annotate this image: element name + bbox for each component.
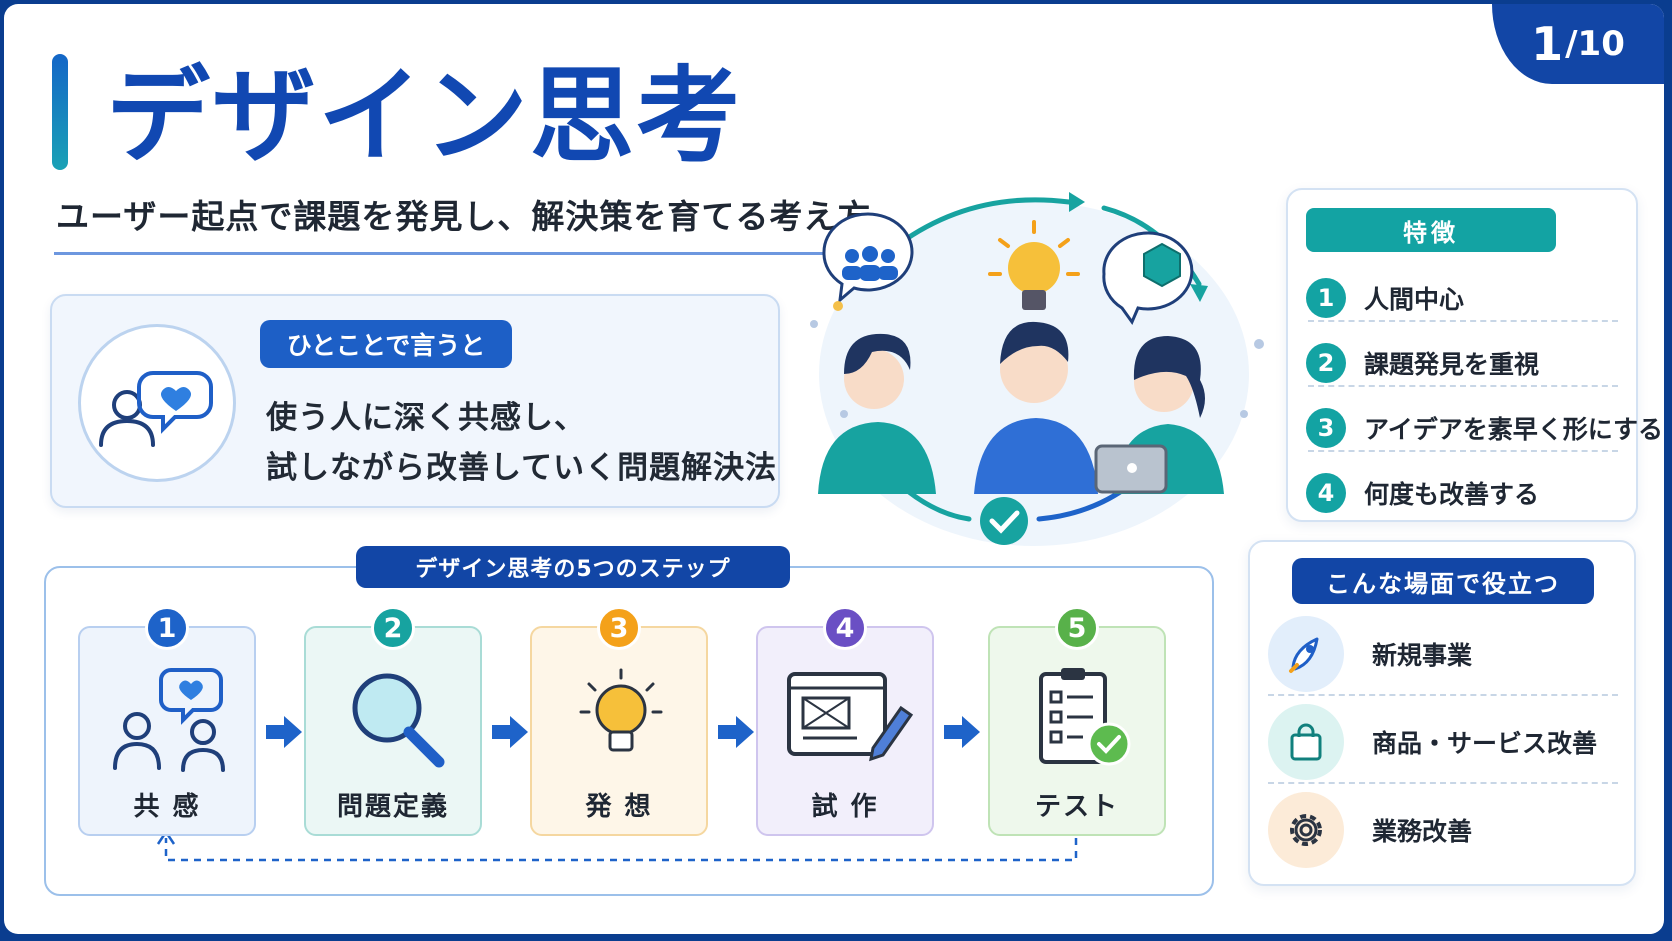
step-label: 試 作 [811,792,879,822]
step-prototype: 4 試 作 [756,606,934,836]
feature-text: 課題発見を重視 [1364,350,1540,379]
feature-divider [1308,385,1618,387]
step-define: 2 問題定義 [304,606,482,836]
use-case-text: 新規事業 [1372,641,1473,670]
team-illustration [804,184,1284,554]
step-arrow-icon [266,716,302,748]
step-label: テスト [1034,792,1119,822]
summary-line-1: 使う人に深く共感し、 [266,400,586,436]
title-accent-bar [52,54,68,170]
step-number: 2 [371,606,415,650]
feature-number: 4 [1306,473,1346,513]
feature-text: アイデアを素早く形にする [1364,415,1664,444]
empathy-icon [113,668,225,772]
lightbulb-icon [579,668,663,752]
prototype-icon [787,672,914,762]
checklist-icon [1039,668,1131,766]
summary-card: ひとことで言うと 使う人に深く共感し、 試しながら改善していく問題解決法 [50,294,780,508]
feature-item: 2 課題発見を重視 [1306,331,1616,395]
step-arrow-icon [944,716,980,748]
use-cases-header: こんな場面で役立つ [1292,558,1594,604]
feature-text: 人間中心 [1364,285,1465,314]
use-case-divider [1268,694,1618,696]
use-case-item: 商品・サービス改善 [1268,700,1618,784]
step-arrow-icon [718,716,754,748]
page-current: 1 [1531,17,1564,71]
use-cases-card: こんな場面で役立つ 新規事業 商品・サービス改善 業務改善 [1248,540,1636,886]
step-number: 4 [823,606,867,650]
feature-text: 何度も改善する [1364,480,1540,509]
feature-item: 3 アイデアを素早く形にする [1306,396,1663,460]
step-arrow-icon [492,716,528,748]
slide: 1 /10 デザイン思考 ユーザー起点で課題を発見し、解決策を育てる考え方 ひと… [4,4,1664,934]
steps-panel: デザイン思考の5つのステップ 1 共 感 2 [44,546,1214,896]
steps-title: デザイン思考の5つのステップ [356,546,790,588]
subtitle-divider [54,252,846,255]
magnifier-icon [352,673,445,768]
step-empathize: 1 共 感 [78,606,256,836]
shopping-bag-icon [1268,704,1344,780]
page-subtitle: ユーザー起点で課題を発見し、解決策を育てる考え方 [56,197,872,236]
step-number: 1 [145,606,189,650]
use-case-divider [1268,782,1618,784]
page-title: デザイン思考 [106,55,743,177]
summary-line-2: 試しながら改善していく問題解決法 [266,450,778,486]
step-label: 共 感 [133,792,201,822]
use-case-text: 業務改善 [1372,817,1473,846]
feature-item: 1 人間中心 [1306,266,1616,330]
people-heart-icon [99,371,213,447]
feature-number: 1 [1306,278,1346,318]
features-card: 特徴 1 人間中心 2 課題発見を重視 3 アイデアを素早く形にする 4 何度も… [1286,188,1663,525]
feature-number: 2 [1306,343,1346,383]
step-test: 5 テスト [988,606,1166,836]
step-number: 5 [1055,606,1099,650]
use-case-item: 業務改善 [1268,788,1618,872]
rocket-icon [1268,616,1344,692]
use-case-item: 新規事業 [1268,612,1618,696]
gear-icon [1268,792,1344,868]
features-header: 特徴 [1306,208,1556,252]
step-label: 問題定義 [336,792,449,822]
step-label: 発 想 [585,792,653,822]
page-total: /10 [1565,24,1625,64]
use-case-text: 商品・サービス改善 [1372,729,1598,758]
feature-divider [1308,320,1618,322]
step-ideate: 3 発 想 [530,606,708,836]
summary-label: ひとことで言うと [260,320,512,368]
empathy-illustration [78,324,236,482]
feature-item: 4 何度も改善する [1306,461,1616,525]
feature-number: 3 [1306,408,1346,448]
page-indicator: 1 /10 [1492,4,1664,84]
collaboration-scene [810,192,1264,546]
step-number: 3 [597,606,641,650]
feature-divider [1308,450,1618,452]
